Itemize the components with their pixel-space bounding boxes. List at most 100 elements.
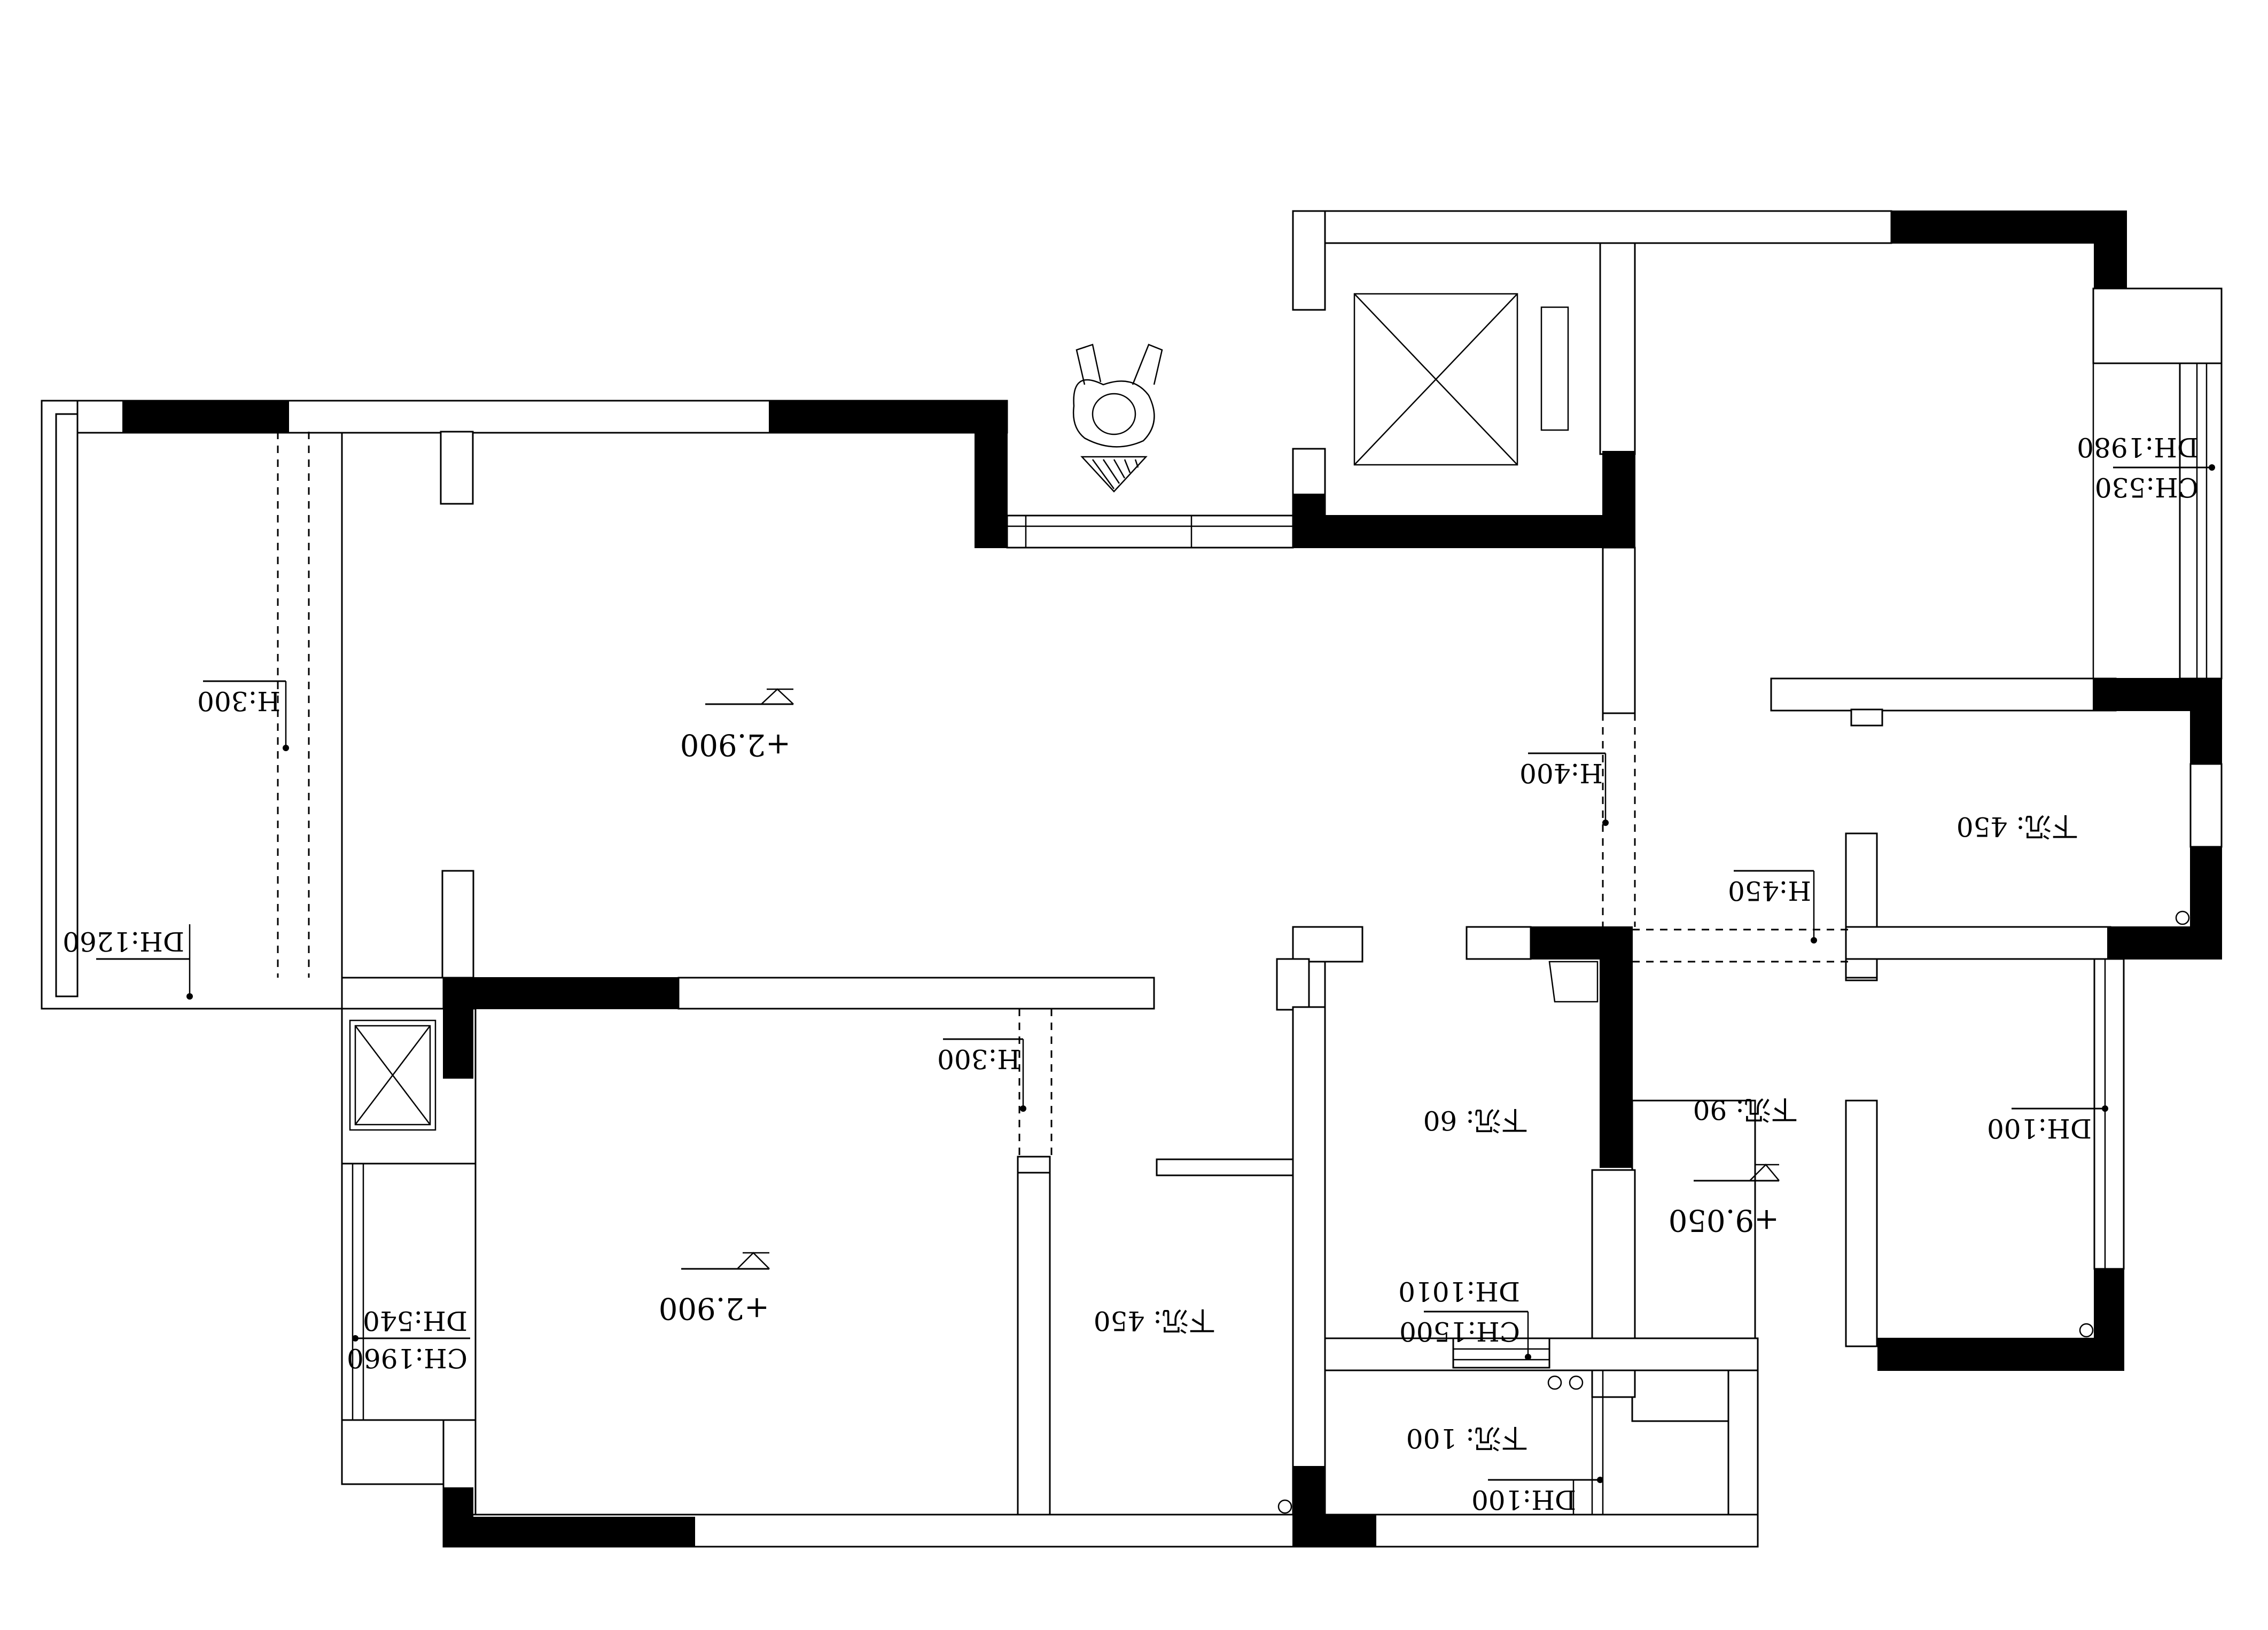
svg-text:H:400: H:400 [1519,758,1603,789]
level-mark-label: +2.900 [659,1291,769,1325]
study-right-wall [1292,1006,1326,1516]
svg-text:CH:1960: CH:1960 [347,1343,467,1374]
elevator-panel [1540,306,1569,431]
opening-tag: DH:1010 CH:1500 [1398,1276,1531,1360]
right-window-frame [2179,362,2223,680]
center-wall-top [1292,926,1363,963]
level-markers: +2.900 +2.900 +9.050 [659,688,1780,1325]
opening-tags: DH:1980 CH:530 DH:1260 DH:100 DH:1010 CH… [63,432,2215,1515]
fixture-sketch [1548,961,1599,1003]
center-bath-top [1466,926,1532,960]
column-shaft-top-right [1891,210,2127,244]
structural-walls [122,210,2222,1547]
svg-text:H:300: H:300 [197,685,280,716]
column-top-left [122,400,289,432]
wardrobe-wall [1156,1158,1294,1176]
elevator-small [349,1019,437,1131]
column-right-lower-bottom [1877,1338,2124,1371]
center-wall-step [1276,958,1310,1011]
column-right-b [2190,710,2222,765]
elevator-main [1353,293,1569,466]
opening-tag: DH:1260 [63,924,193,1000]
column-right-d [2107,926,2222,960]
column-shaft-bottom-left [1292,494,1326,516]
sink-label: 下沉: 450 [1094,1305,1215,1336]
left-balcony-frame [41,400,343,1010]
bedroom-divider-top [1017,1156,1051,1174]
column-middle-left [443,977,679,1009]
bedroom-top-nib [1850,708,1883,727]
misc-details [1073,344,2190,1514]
level-mark-living: +2.900 [680,688,794,762]
right-top-frame [2092,287,2223,364]
sink-label: 下沉: 60 [1423,1105,1528,1136]
level-mark-right: +9.050 [1669,1164,1780,1237]
person-icon [1073,344,1163,448]
opening-tag: DH:100 [1471,1477,1603,1515]
bedroom-top-wall [1770,677,2117,712]
level-mark-label: +2.900 [680,727,791,762]
column-shaft-bottom [1292,515,1635,548]
svg-text:DH:100: DH:100 [1987,1113,2092,1144]
left-balcony-inner [55,413,79,997]
height-tag: H:300 [937,1038,1026,1112]
pillar-living-bottom [441,870,474,979]
svg-text:CH:530: CH:530 [2095,472,2199,503]
opening-tag: DH:540 CH:1960 [347,1305,470,1374]
entry-arrow-icon [1080,456,1148,493]
svg-text:H:300: H:300 [937,1043,1020,1074]
drain-circle-a [2175,910,2190,925]
column-center-top [1530,926,1633,960]
column-top-mid-drop [975,431,1008,548]
svg-text:DH:1010: DH:1010 [1398,1276,1520,1307]
drain-circle-e [1569,1375,1584,1390]
height-tag: H:450 [1728,870,1817,943]
column-bottom-center-run [1324,1514,1376,1547]
column-top-mid [769,400,1008,432]
opening-tag: DH:1980 CH:530 [2077,432,2215,503]
height-tag: H:400 [1519,752,1609,826]
shaft-right-wall [1599,242,1636,455]
column-bottom-left-run [472,1517,695,1547]
level-mark-bedroom: +2.900 [659,1252,770,1325]
height-tag: H:300 [197,680,289,751]
middle-wall-left [341,977,445,1010]
svg-text:CH:1500: CH:1500 [1399,1316,1520,1347]
shaft-left-wall [1292,210,1326,311]
column-center-vertical [1600,958,1633,1168]
bedroom-lower-nib [1845,958,1878,979]
svg-text:DH:540: DH:540 [363,1305,467,1336]
sink-labels: 下沉: 450 下沉: 60 下沉: 90 下沉: 450 下沉: 100 [1094,811,2078,1454]
right-window-small [2189,763,2223,848]
sink-label: 下沉: 450 [1957,811,2078,842]
drain-circle-d [1547,1375,1562,1390]
level-mark-label: +9.050 [1669,1203,1779,1237]
drain-circle-c [1277,1499,1292,1514]
sink-label: 下沉: 100 [1406,1423,1528,1454]
svg-text:DH:1980: DH:1980 [2077,432,2199,463]
column-bottom-center [1292,1466,1326,1547]
svg-text:DH:100: DH:100 [1471,1484,1576,1515]
right-room-left-wall [1602,547,1636,714]
right-lower-window [2093,958,2125,1270]
middle-wall [677,977,1155,1010]
svg-text:DH:1260: DH:1260 [63,926,184,957]
column-middle-left-drop [443,1008,473,1079]
left-lower-step [341,1419,445,1485]
right-lower-room-wall [1845,1099,1878,1347]
bath-vent-box [1452,1337,1550,1369]
beam-lines [277,432,1851,1157]
left-lower-window [341,1163,477,1421]
shaft-top-wall [1292,210,1892,244]
sink-label: 下沉: 90 [1693,1094,1798,1125]
corridor-window-wall [1006,514,1294,549]
opening-tag: DH:100 [1987,1105,2108,1144]
svg-text:H:450: H:450 [1728,875,1811,906]
living-top-pillar [440,431,474,505]
column-bottom-left [443,1487,473,1547]
column-shaft-drop [2094,243,2127,289]
bedroom-divider [1017,1158,1051,1516]
height-tags: H:300 H:400 H:450 H:300 [197,680,1817,1112]
drain-circle-b [2079,1323,2094,1338]
